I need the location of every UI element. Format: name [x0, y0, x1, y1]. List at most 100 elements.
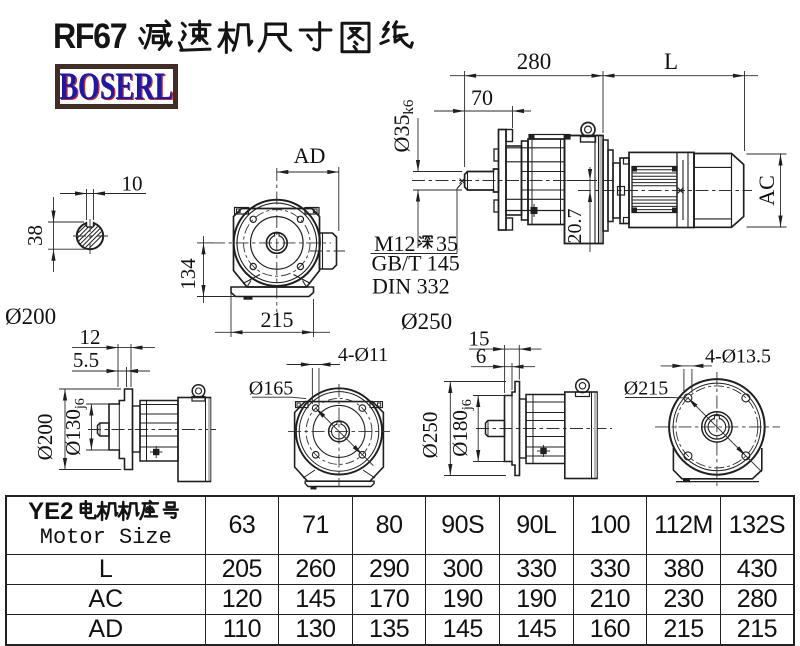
- table-cell: 145: [500, 614, 574, 645]
- table-col-header: 90S: [426, 496, 500, 554]
- flange215-front-view: Ø215 4-Ø13.5: [624, 346, 780, 487]
- dim-line: [688, 398, 762, 472]
- dim-value: Ø130: [61, 409, 85, 456]
- corner-tab-bolt: [297, 403, 300, 406]
- header-cjk: [75, 499, 183, 525]
- dim-label: 134: [176, 258, 200, 290]
- case-face-shade: [594, 393, 597, 478]
- eyebolt-ring-inner: [196, 388, 202, 394]
- table-col-header: 132S: [720, 496, 794, 554]
- dim-tolerance: j6: [73, 398, 88, 410]
- table-header-row: YE2 Motor Size 63 71 80 90S 90L 100 112M…: [6, 496, 794, 554]
- cjk-shen-icon: [418, 236, 432, 248]
- table-row-label: AD: [6, 614, 205, 645]
- dim-arrow: [513, 109, 525, 113]
- table-cell: 330: [500, 554, 574, 584]
- dim-arrow: [588, 169, 592, 181]
- dim-arrow: [512, 365, 524, 369]
- case-face-shade: [600, 137, 603, 243]
- table-cell: 130: [279, 614, 353, 645]
- dim-arrow: [51, 249, 55, 261]
- dim-arrow: [416, 160, 420, 172]
- table-col-header: 100: [573, 496, 647, 554]
- leader-line: [457, 183, 462, 189]
- dim-arrow: [588, 191, 592, 203]
- dim-arrow: [89, 404, 93, 416]
- eyebolt-ring-inner: [579, 383, 585, 389]
- header-cjk-glyph: [98, 502, 118, 520]
- table-cell: 330: [573, 554, 647, 584]
- fin-corner-bolt: [672, 208, 677, 213]
- header-en-line: Motor Size: [7, 525, 205, 551]
- table-cell: 145: [426, 614, 500, 645]
- dim-arrow: [733, 74, 745, 78]
- dim-arrow: [493, 347, 505, 351]
- table-col-header: 112M: [647, 496, 721, 554]
- table-row-label: L: [6, 554, 205, 584]
- dim-label: L: [664, 49, 678, 74]
- dim-arrow: [231, 330, 243, 334]
- dim-label: 20.7: [564, 209, 586, 244]
- dim-arrow: [672, 364, 684, 368]
- motor-size-table: YE2 Motor Size 63 71 80 90S 90L 100 112M…: [5, 495, 795, 646]
- hatch-line: [83, 229, 100, 246]
- header-cjk-line: YE2: [7, 499, 205, 525]
- corner-tab-bolt: [378, 403, 381, 406]
- dim-arrow: [319, 362, 331, 366]
- dim-label: AC: [754, 175, 779, 206]
- flange165-front-view: Ø165 4-Ø11: [249, 344, 390, 490]
- table-cell: 260: [279, 554, 353, 584]
- table-cell: 215: [647, 614, 721, 645]
- hatch-line: [80, 226, 97, 243]
- thread-note: M12 35 GB/T 145 DIN 332 Ø250: [372, 231, 460, 334]
- dim-arrow: [448, 382, 452, 394]
- table-cell: 215: [720, 614, 794, 645]
- dim-arrow: [201, 285, 205, 297]
- case-face-shade: [208, 399, 211, 481]
- bolt-hole: [742, 394, 750, 402]
- header-cjk-glyph: [119, 502, 139, 520]
- keyway-mask: [715, 416, 720, 419]
- dim-arrow: [301, 362, 313, 366]
- dim-arrow: [131, 346, 143, 350]
- table-header-label: YE2 Motor Size: [6, 496, 205, 554]
- main-case: [565, 392, 597, 479]
- fin-corner-bolt: [633, 167, 638, 172]
- lip-nub: [529, 135, 535, 140]
- shaft-key-section-view: 10 38 Ø200: [5, 172, 146, 330]
- dim-arrow: [277, 170, 289, 174]
- flange-dia-mid-label: Ø250: [401, 309, 452, 334]
- dim-arrow: [476, 450, 480, 462]
- table-cell: 210: [573, 584, 647, 614]
- dim-arrow: [94, 191, 106, 195]
- eyebolt-ring: [192, 385, 205, 398]
- dim-arrow: [778, 154, 782, 166]
- dim-label: 6: [476, 344, 487, 368]
- header-cjk-glyph: [164, 503, 178, 518]
- table-col-header: 80: [352, 496, 426, 554]
- dim-tolerance: k6: [401, 99, 417, 115]
- standard-gb-label: GB/T 145: [372, 251, 460, 276]
- dim-value: Ø180: [448, 410, 472, 457]
- table-cell: 135: [352, 614, 426, 645]
- gearbox-front-view: AD 134 215: [176, 143, 345, 337]
- dim-value: Ø35: [389, 115, 414, 153]
- clamp-block: [506, 130, 513, 142]
- dim-arrow: [519, 347, 531, 351]
- table-cell: 190: [500, 584, 574, 614]
- fin-corner-bolt: [672, 167, 677, 172]
- dim-arrow: [107, 346, 119, 350]
- clamp-block: [506, 218, 513, 230]
- header-cjk-glyph: [141, 501, 159, 519]
- flange250-side-view: 15 6 Ø250 Ø180j6: [418, 327, 612, 479]
- dim-arrow: [692, 364, 704, 368]
- table-cell: 205: [205, 554, 279, 584]
- table-col-header: 90L: [500, 496, 574, 554]
- table-col-header: 71: [279, 496, 353, 554]
- header-latin: YE2: [28, 498, 73, 525]
- header-cjk-glyph: [81, 501, 95, 518]
- table-cell: 120: [205, 584, 279, 614]
- dim-label: Ø180j6: [448, 399, 475, 457]
